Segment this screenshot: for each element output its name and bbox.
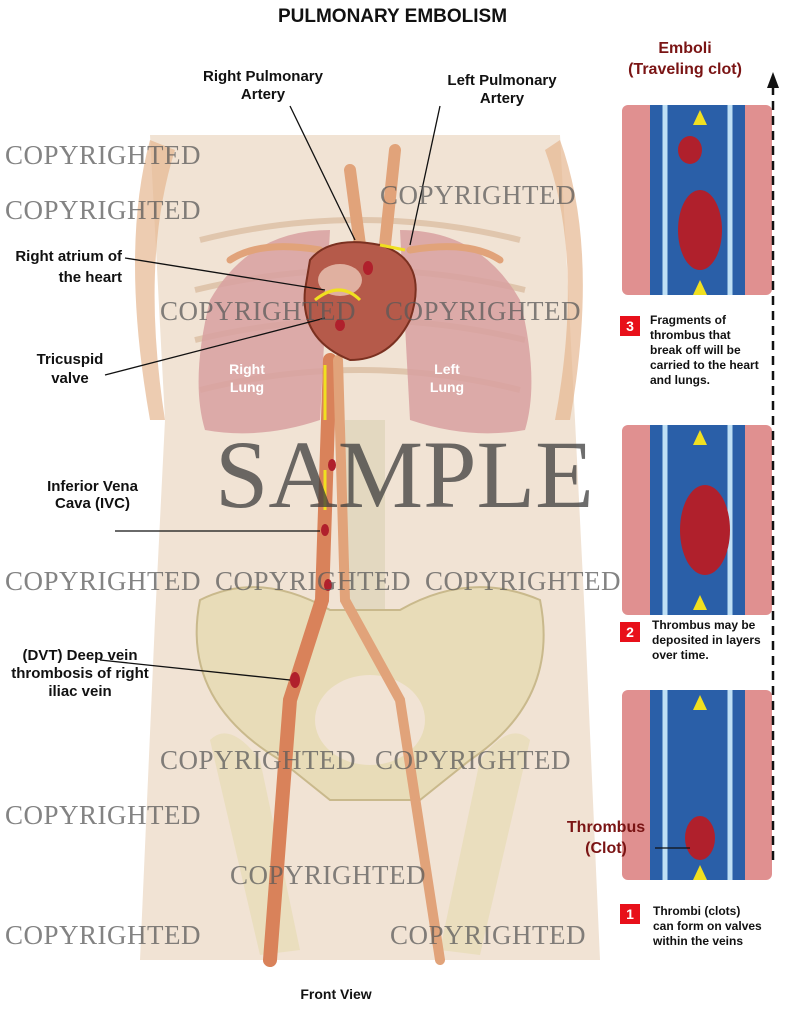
page-title: PULMONARY EMBOLISM: [277, 6, 508, 27]
step-2-text: Thrombus may be deposited in layers over…: [652, 618, 761, 662]
watermark: COPYRIGHTED: [5, 800, 202, 830]
watermark: COPYRIGHTED: [5, 566, 202, 596]
label-left-lung: Left Lung: [429, 361, 465, 395]
watermark: COPYRIGHTED: [230, 860, 427, 890]
label-thrombus: Thrombus (Clot): [566, 819, 646, 857]
step-1-badge: 1: [620, 904, 640, 924]
watermark: COPYRIGHTED: [390, 920, 587, 950]
label-tricuspid-valve: Tricuspid valve: [36, 351, 104, 387]
right-atrium: [318, 264, 362, 296]
step-1-text: Thrombi (clots) can form on valves withi…: [653, 904, 762, 948]
vein-panel-emboli: [622, 105, 772, 295]
panel-arrows: [693, 110, 707, 880]
label-right-pulmonary-artery: Right Pulmonary Artery: [202, 68, 323, 103]
vein-panel-layered: [622, 425, 772, 615]
spine: [345, 420, 385, 620]
label-ivc: Inferior Vena Cava (IVC): [47, 478, 138, 512]
sample-watermark: SAMPLE: [215, 421, 594, 528]
watermark: COPYRIGHTED: [160, 296, 357, 326]
watermark: COPYRIGHTED: [215, 566, 412, 596]
label-right-lung: Right Lung: [229, 361, 265, 395]
watermark: COPYRIGHTED: [5, 920, 202, 950]
leader-lines: [99, 105, 441, 681]
vein-panel-thrombus: [622, 690, 772, 880]
step-3-text: Fragments of thrombus that break off wil…: [650, 313, 759, 387]
label-emboli: Emboli (Traveling clot): [628, 40, 742, 78]
step-2-badge: 2: [620, 622, 640, 642]
clots: [290, 261, 373, 688]
watermark: COPYRIGHTED: [385, 296, 582, 326]
timeline-arrowhead: [767, 72, 779, 88]
label-left-pulmonary-artery: Left Pulmonary Artery: [447, 72, 557, 107]
left-lung: [400, 230, 532, 434]
label-right-atrium: Right atrium of the heart: [15, 248, 122, 286]
watermark: COPYRIGHTED: [5, 195, 202, 225]
flow-arrows: [314, 243, 406, 510]
right-lung: [198, 230, 330, 434]
watermark: COPYRIGHTED: [5, 140, 202, 170]
watermark: COPYRIGHTED: [160, 745, 357, 775]
step-3-badge: 3: [620, 316, 640, 336]
caption-front-view: Front View: [300, 986, 372, 1002]
watermark: COPYRIGHTED: [380, 180, 577, 210]
watermark: COPYRIGHTED: [425, 566, 622, 596]
label-dvt: (DVT) Deep vein thrombosis of right ilia…: [11, 647, 149, 700]
watermark: COPYRIGHTED: [375, 745, 572, 775]
